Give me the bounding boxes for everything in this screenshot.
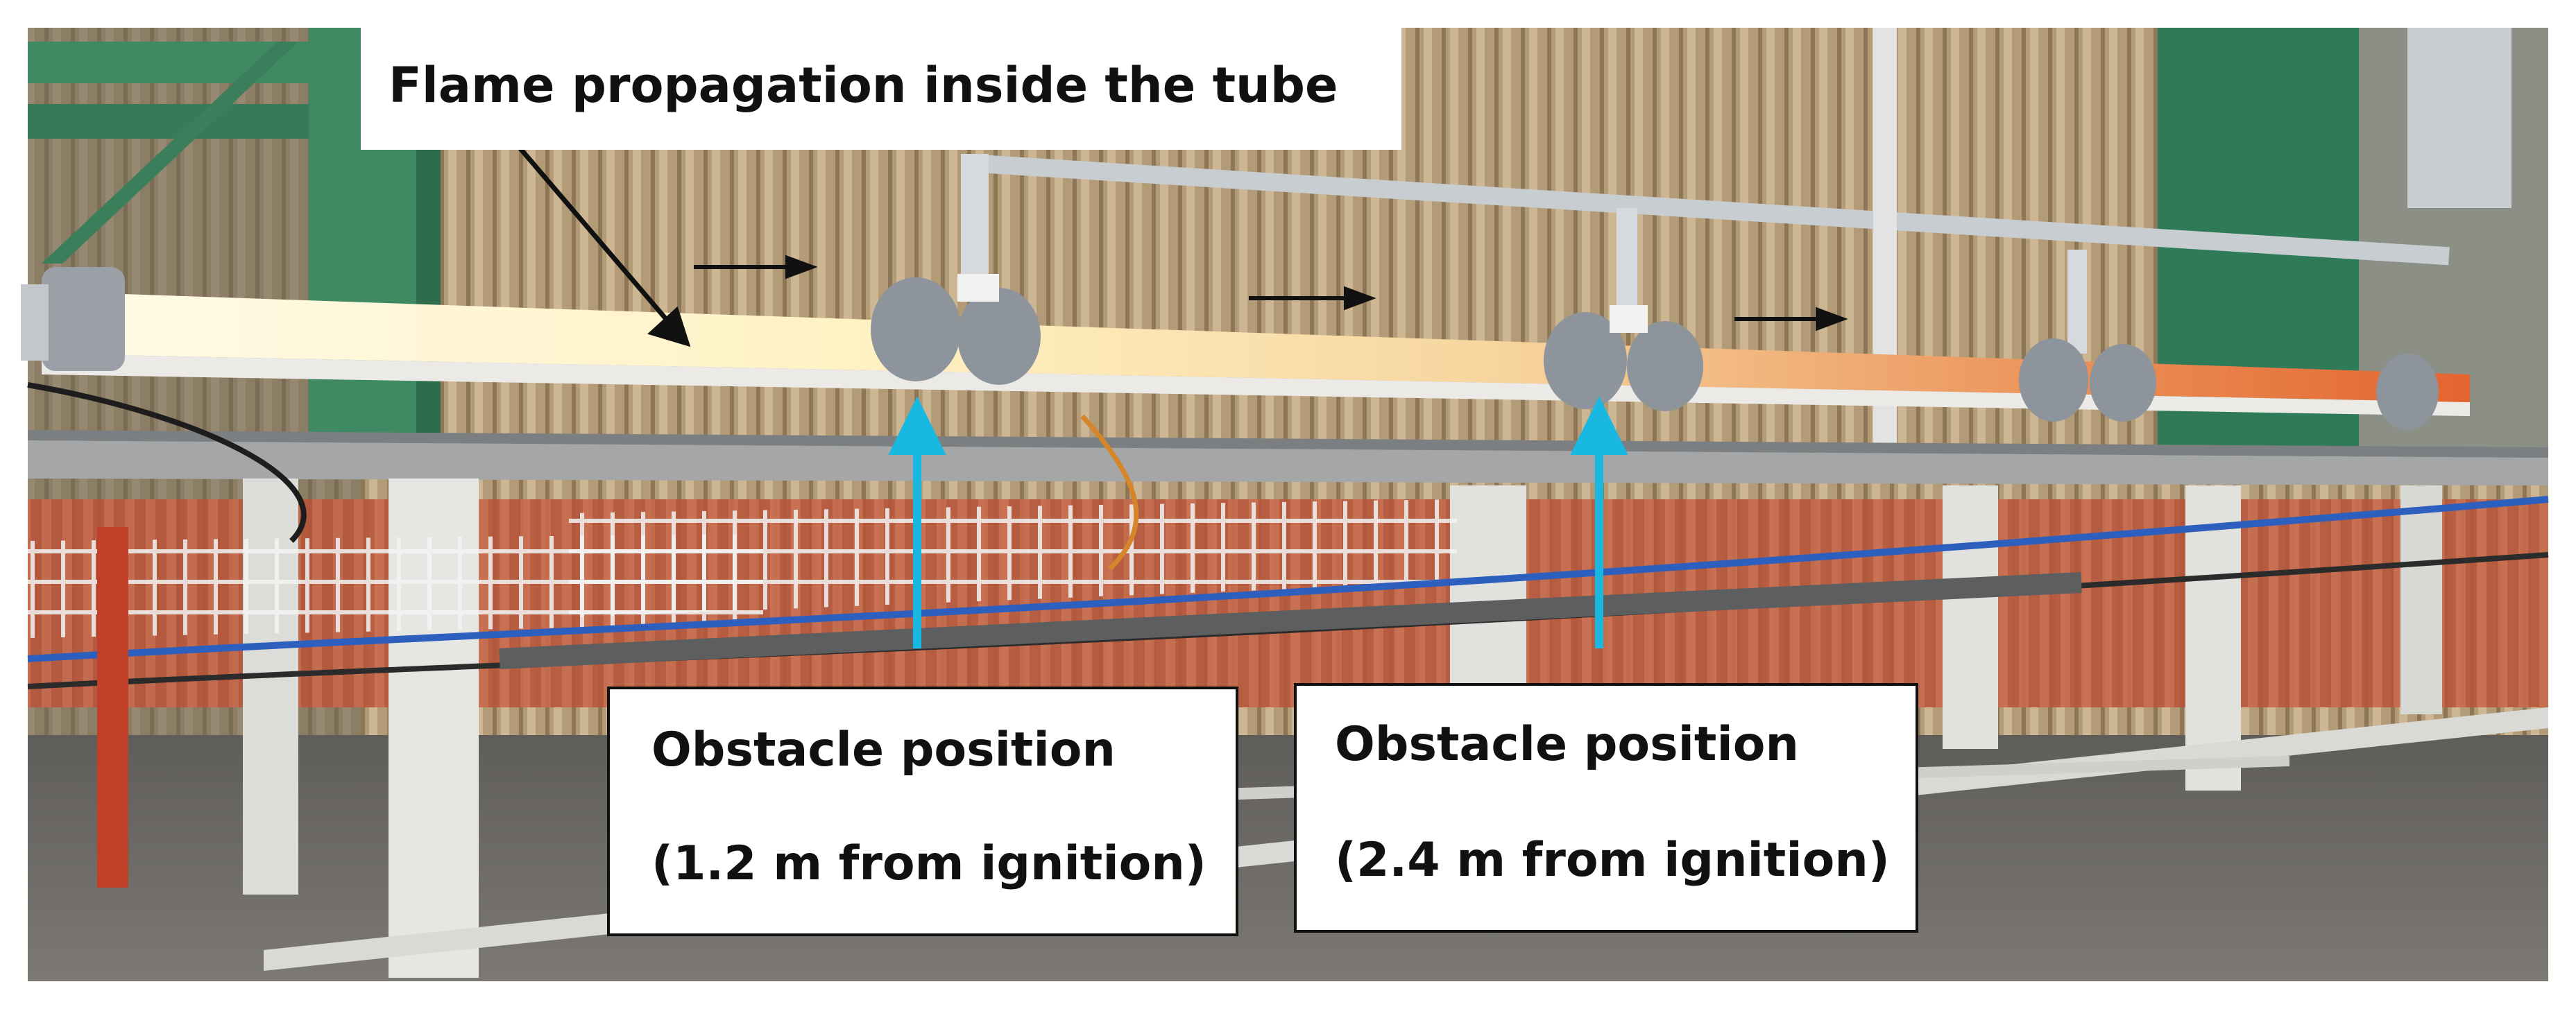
support-rail <box>28 440 2548 485</box>
flame-tube <box>42 291 2470 402</box>
obstacle-callout-1-line1: Obstacle position <box>651 723 1116 777</box>
obstacle-callout-2-line1: Obstacle position <box>1335 717 1799 772</box>
obstacle-callout-1: Obstacle position (1.2 m from ignition) <box>607 687 1238 936</box>
table-leg-5 <box>2185 485 2241 791</box>
green-beam-left-2 <box>28 104 319 139</box>
obstacle-callout-1-line2: (1.2 m from ignition) <box>651 836 1206 891</box>
flange-left <box>21 267 125 371</box>
propagation-arrow-3 <box>1734 307 1848 331</box>
obstacle-callout-2: Obstacle position (2.4 m from ignition) <box>1294 683 1918 933</box>
title-callout: Flame propagation inside the tube <box>361 26 1401 150</box>
obstacle-arrow-2 <box>1570 396 1628 648</box>
overhead-pipe <box>966 154 2450 266</box>
title-pointer-arrow <box>501 126 691 347</box>
pipe-riser-3 <box>2067 250 2087 354</box>
propagation-arrow-1 <box>694 255 818 279</box>
flange-obstacle-2 <box>1544 305 1703 411</box>
flange-obstacle-1 <box>871 274 1041 385</box>
green-diagonal <box>42 42 298 264</box>
orange-cable <box>1080 414 1139 571</box>
cable-tray-2 <box>569 499 1457 617</box>
flange-obstacle-3 <box>2019 338 2156 422</box>
lower-pipe <box>499 572 2082 669</box>
table-leg-6 <box>2400 485 2442 714</box>
support-rail-top <box>28 430 2548 458</box>
obstacle-callout-2-line2: (2.4 m from ignition) <box>1335 833 1890 888</box>
tube-underside <box>42 354 2470 416</box>
title-label: Flame propagation inside the tube <box>389 57 1338 114</box>
black-cable <box>27 382 307 543</box>
blue-cable <box>27 496 2549 662</box>
obstacle-arrow-1 <box>888 396 946 648</box>
duct <box>2407 28 2511 208</box>
flange-end <box>2376 354 2439 430</box>
propagation-arrow-2 <box>1249 286 1376 311</box>
table-leg-4 <box>1943 485 1998 749</box>
table-leg-3 <box>1450 485 1526 693</box>
red-pipe <box>97 527 128 888</box>
